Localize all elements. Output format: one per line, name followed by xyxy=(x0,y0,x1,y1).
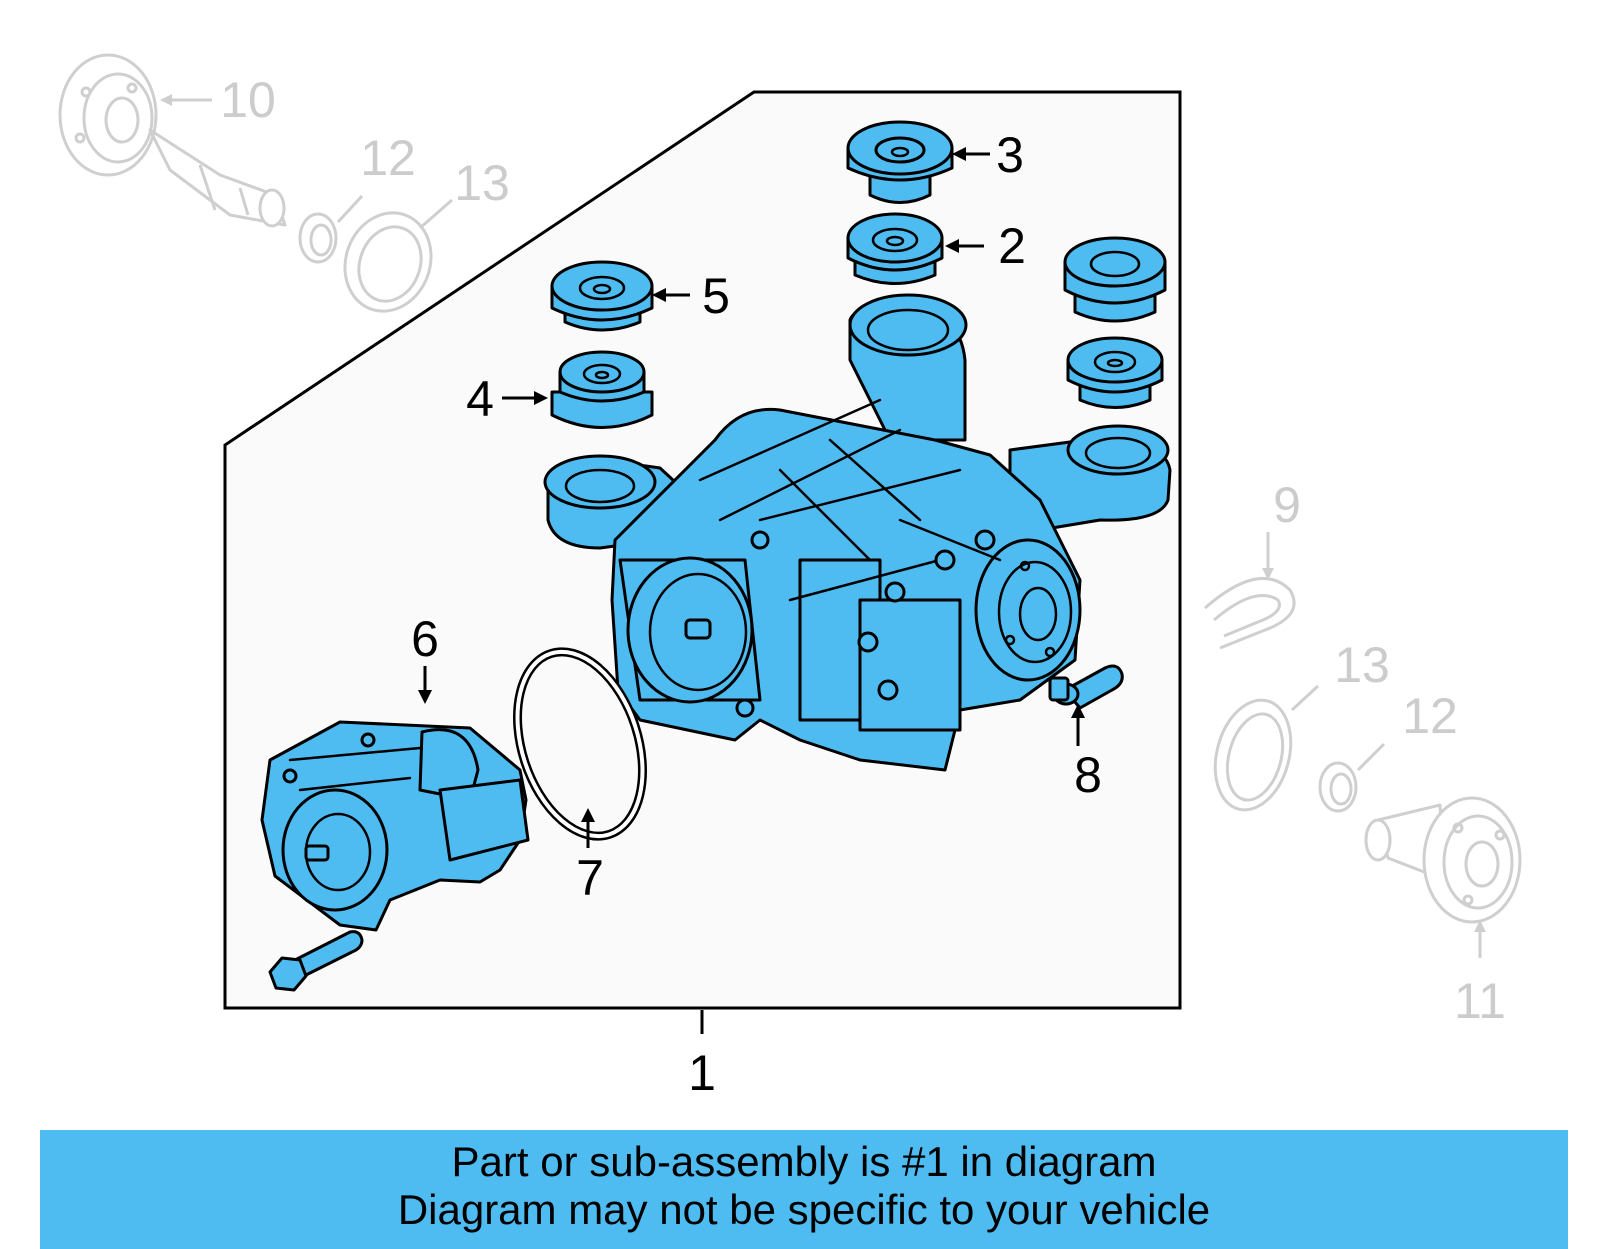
callout-5: 5 xyxy=(702,268,730,324)
callout-5-arrowhead xyxy=(652,288,666,302)
callout-10-arrowhead xyxy=(160,94,172,106)
callout-12-top-leader xyxy=(336,194,364,224)
callout-8-arrowhead xyxy=(1071,704,1085,718)
info-banner: Part or sub-assembly is #1 in diagram Di… xyxy=(40,1130,1568,1249)
ghost-part-12-circlip-top xyxy=(298,212,338,264)
part-right-bushing-lower xyxy=(1066,336,1164,409)
callout-11: 11 xyxy=(1454,973,1506,1029)
banner-line-1: Part or sub-assembly is #1 in diagram xyxy=(451,1138,1157,1185)
ghost-part-13-seal-top xyxy=(343,211,433,313)
part-4-bushing xyxy=(550,350,654,429)
banner-line-2: Diagram may not be specific to your vehi… xyxy=(397,1186,1211,1233)
part-1-differential-housing xyxy=(543,293,1172,772)
part-5-bushing xyxy=(550,260,654,332)
part-8-breather xyxy=(1048,664,1124,710)
callout-6: 6 xyxy=(411,611,439,667)
ghost-part-11-drive-flange xyxy=(1364,796,1522,924)
ghost-part-10-axle-shaft xyxy=(58,53,287,228)
part-6-pump-unit xyxy=(260,720,530,932)
callout-3: 3 xyxy=(996,127,1024,183)
callout-4-arrowhead xyxy=(534,391,548,405)
callout-4: 4 xyxy=(466,371,494,427)
ghost-part-13-seal-right xyxy=(1213,698,1293,812)
callout-11-arrowhead xyxy=(1474,920,1486,932)
part-3-bushing xyxy=(846,120,954,204)
callout-13-right: 13 xyxy=(1334,637,1390,693)
callout-6-arrowhead xyxy=(418,690,432,704)
part-2-bushing xyxy=(846,212,944,285)
callout-13-top-leader xyxy=(419,198,453,230)
ghost-part-12-circlip-right xyxy=(1318,761,1358,813)
callout-12-right: 12 xyxy=(1402,688,1458,744)
callout-13-top: 13 xyxy=(454,155,510,211)
callout-7: 7 xyxy=(576,850,604,906)
callout-2-arrowhead xyxy=(945,239,959,253)
callout-13-right-leader xyxy=(1290,684,1320,712)
ghost-part-9-bracket xyxy=(1204,576,1296,650)
callout-7-arrowhead xyxy=(581,808,595,822)
callout-9-arrowhead xyxy=(1262,568,1274,580)
callout-1: 1 xyxy=(688,1045,716,1101)
callout-12-top: 12 xyxy=(360,130,416,186)
callout-8: 8 xyxy=(1074,747,1102,803)
part-bolt xyxy=(268,930,364,992)
callout-12-right-leader xyxy=(1356,742,1386,772)
callout-2: 2 xyxy=(998,218,1026,274)
part-7-o-ring xyxy=(513,647,647,841)
part-right-bushing-upper xyxy=(1063,236,1167,323)
callout-10: 10 xyxy=(220,72,276,128)
callout-9: 9 xyxy=(1273,477,1301,533)
callout-3-arrowhead xyxy=(952,147,966,161)
